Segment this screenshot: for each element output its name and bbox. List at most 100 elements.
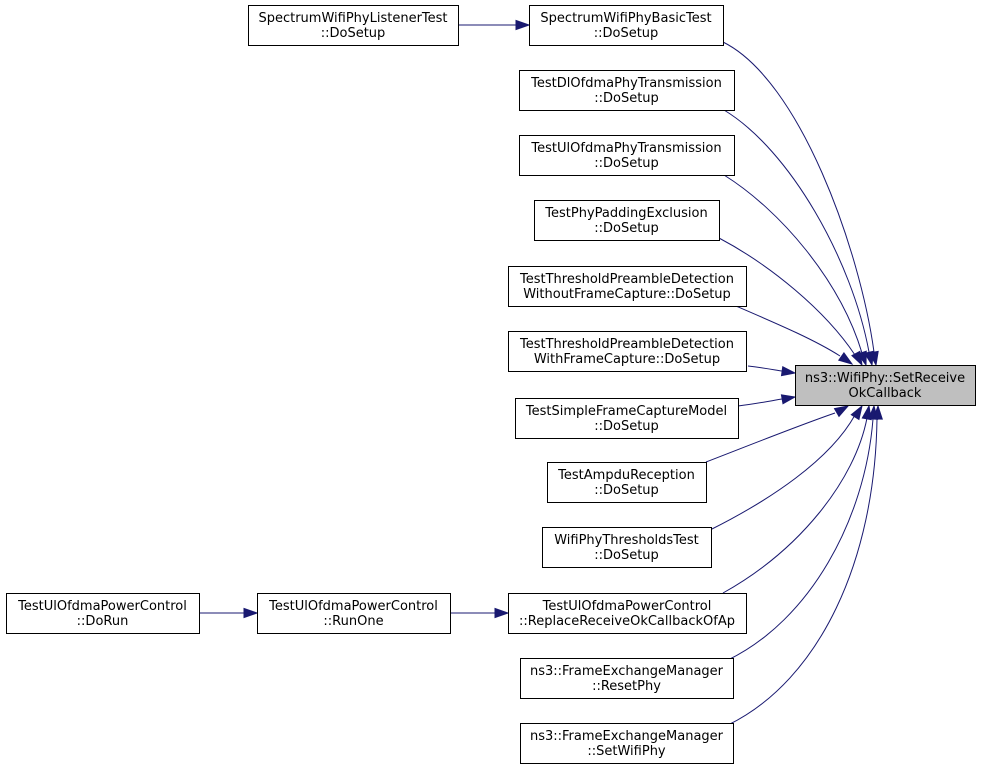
node-label-line: WithFrameCapture::DoSetup <box>534 352 720 367</box>
edge-padding-to-target <box>718 237 863 367</box>
node-box <box>508 593 747 634</box>
node-label-line: ::DoSetup <box>321 26 386 41</box>
node-label-line: SpectrumWifiPhyListenerTest <box>258 11 447 26</box>
edge-line <box>705 412 836 463</box>
node-label-line: TestUlOfdmaPowerControl <box>268 599 438 614</box>
node-box <box>520 658 734 699</box>
edge-arrowhead <box>780 394 797 405</box>
edge-arrowhead <box>850 404 863 421</box>
node-label-line: ::DoRun <box>77 614 129 629</box>
node-resetphy[interactable]: ns3::FrameExchangeManager::ResetPhy <box>520 658 734 699</box>
edge-arrowhead <box>833 405 850 418</box>
edge-replace-to-target <box>722 404 872 594</box>
edge-line <box>727 418 874 661</box>
node-label-line: TestDlOfdmaPhyTransmission <box>530 76 722 91</box>
node-dorun[interactable]: TestUlOfdmaPowerControl::DoRun <box>6 593 200 634</box>
node-ulofdma[interactable]: TestUlOfdmaPhyTransmission::DoSetup <box>519 135 735 176</box>
edge-arrowhead <box>494 607 510 619</box>
node-runone[interactable]: TestUlOfdmaPowerControl::RunOne <box>257 593 451 634</box>
edge-basic-to-target <box>722 41 879 367</box>
node-label-line: ::ReplaceReceiveOkCallbackOfAp <box>519 614 735 629</box>
node-box <box>529 5 724 46</box>
node-label-line: ns3::FrameExchangeManager <box>530 664 724 679</box>
node-label-line: ::DoSetup <box>594 419 659 434</box>
edge-arrowhead <box>861 404 872 421</box>
node-label-line: ns3::WifiPhy::SetReceive <box>805 371 965 386</box>
edge-line <box>722 41 875 353</box>
node-label-line: ::ResetPhy <box>592 679 661 694</box>
node-label-line: ::DoSetup <box>594 548 659 563</box>
edge-arrowhead <box>780 365 797 377</box>
node-label-line: SpectrumWifiPhyBasicTest <box>540 11 711 26</box>
edge-dlofdma-to-target <box>723 109 875 367</box>
node-label-line: TestSimpleFrameCaptureModel <box>525 404 727 419</box>
node-label-line: TestUlOfdmaPhyTransmission <box>530 141 721 156</box>
node-label-line: ::RunOne <box>323 614 383 629</box>
node-box <box>519 70 735 111</box>
node-setwifiphy[interactable]: ns3::FrameExchangeManager::SetWifiPhy <box>520 723 734 764</box>
node-listener[interactable]: SpectrumWifiPhyListenerTest::DoSetup <box>248 5 459 46</box>
edge-resetphy-to-target <box>727 404 879 661</box>
edge-thresholds-to-target <box>709 404 863 531</box>
edge-arrowhead <box>863 350 875 367</box>
node-label-line: TestUlOfdmaPowerControl <box>542 599 712 614</box>
node-box <box>520 723 734 764</box>
node-dlofdma[interactable]: TestDlOfdmaPhyTransmission::DoSetup <box>519 70 735 111</box>
node-box <box>542 527 712 568</box>
edge-thrwith-to-target <box>747 365 797 377</box>
edge-line <box>727 418 878 726</box>
node-label-line: ::SetWifiPhy <box>587 744 666 759</box>
node-label-line: ::DoSetup <box>594 91 659 106</box>
node-box <box>6 593 200 634</box>
node-thrwithout[interactable]: TestThresholdPreambleDetectionWithoutFra… <box>508 266 747 307</box>
node-label-line: WithoutFrameCapture::DoSetup <box>523 287 731 302</box>
edge-runone-to-replace <box>450 607 510 619</box>
edge-line <box>723 109 870 353</box>
node-box <box>519 135 735 176</box>
edges-layer <box>199 19 883 726</box>
edge-line <box>737 398 783 407</box>
edge-listener-to-basic <box>458 19 531 31</box>
edge-arrowhead <box>515 19 531 31</box>
edge-line <box>735 305 841 357</box>
node-label-line: ::DoSetup <box>594 156 659 171</box>
edge-dorun-to-runone <box>199 607 259 619</box>
node-replace[interactable]: TestUlOfdmaPowerControl::ReplaceReceiveO… <box>508 593 747 634</box>
node-box <box>547 462 707 503</box>
edge-thrwithout-to-target <box>735 305 854 365</box>
edge-line <box>723 174 863 354</box>
edge-ampdu-to-target <box>705 405 850 463</box>
edge-line <box>718 237 856 356</box>
node-capture[interactable]: TestSimpleFrameCaptureModel::DoSetup <box>515 398 739 439</box>
node-label-line: TestPhyPaddingExclusion <box>544 206 707 221</box>
node-padding[interactable]: TestPhyPaddingExclusion::DoSetup <box>534 200 720 241</box>
node-label-line: ns3::FrameExchangeManager <box>530 729 724 744</box>
node-thresholds[interactable]: WifiPhyThresholdsTest::DoSetup <box>542 527 712 568</box>
node-basic[interactable]: SpectrumWifiPhyBasicTest::DoSetup <box>529 5 724 46</box>
node-box <box>257 593 451 634</box>
node-box <box>508 331 747 372</box>
node-box <box>248 5 459 46</box>
node-box <box>534 200 720 241</box>
node-label-line: ::DoSetup <box>594 221 659 236</box>
node-label-line: TestUlOfdmaPowerControl <box>17 599 187 614</box>
edge-arrowhead <box>243 607 259 619</box>
node-label-line: TestThresholdPreambleDetection <box>519 272 734 287</box>
node-label-line: WifiPhyThresholdsTest <box>554 533 699 548</box>
node-box <box>508 266 747 307</box>
node-ampdu[interactable]: TestAmpduReception::DoSetup <box>547 462 707 503</box>
node-label-line: ::DoSetup <box>594 26 659 41</box>
node-box <box>515 398 739 439</box>
node-label-line: OkCallback <box>849 386 922 401</box>
node-thrwith[interactable]: TestThresholdPreambleDetectionWithFrameC… <box>508 331 747 372</box>
node-label-line: ::DoSetup <box>594 483 659 498</box>
edge-capture-to-target <box>737 394 797 407</box>
edge-line <box>722 417 868 594</box>
node-box <box>795 365 976 406</box>
edge-arrowhead <box>872 404 883 420</box>
node-label-line: TestThresholdPreambleDetection <box>519 337 734 352</box>
edge-arrowhead <box>851 350 863 367</box>
